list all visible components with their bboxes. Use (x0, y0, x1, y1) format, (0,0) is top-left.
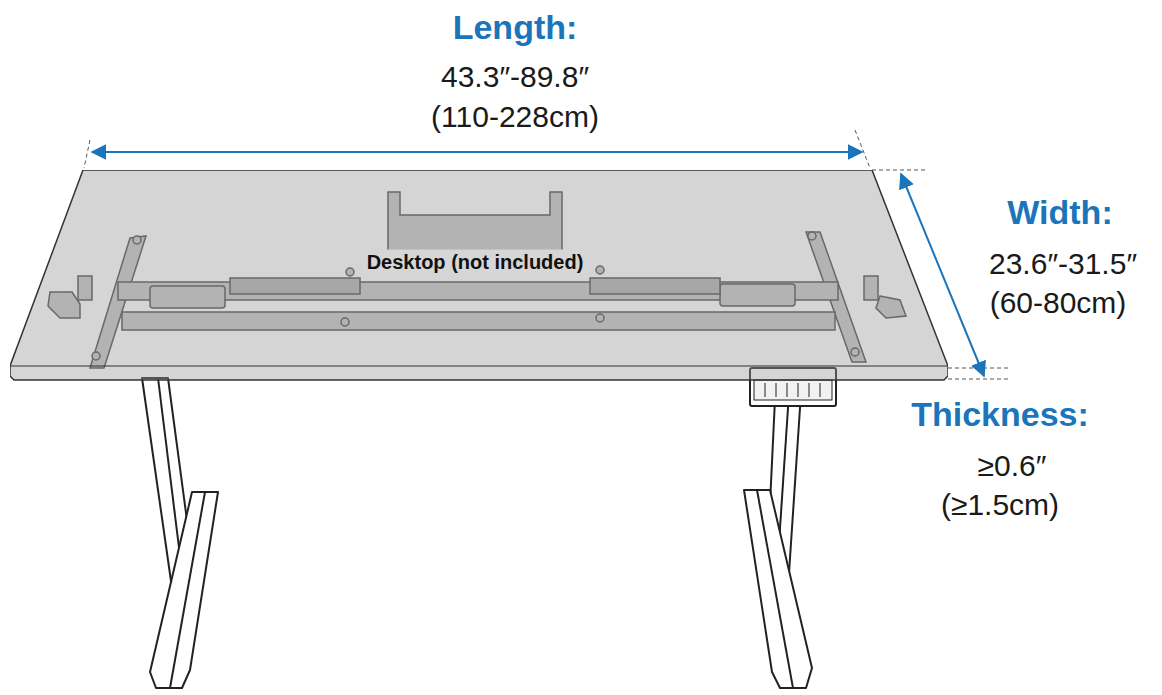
control-panel-part (787, 383, 788, 397)
dimension-value: (110-228cm) (431, 100, 599, 133)
dimension-value: (≥1.5cm) (941, 488, 1059, 521)
dimension-value: ≥0.6″ (978, 449, 1047, 482)
control-panel-part (798, 383, 799, 397)
control-panel-part (776, 383, 777, 397)
desktop-edge (10, 365, 948, 366)
legs-and-feet-part (170, 492, 205, 688)
legs-and-feet-part (757, 490, 793, 688)
dimension-heading: Length: (453, 9, 578, 46)
desktop-outline (10, 170, 948, 382)
control-panel-part (765, 383, 766, 397)
control-panel-part (754, 380, 832, 400)
dimension-lines-part (84, 140, 90, 168)
control-panel-part (809, 383, 810, 397)
dimension-value: (60-80cm) (990, 286, 1127, 319)
desktop-slab: Desktop (not included) (10, 170, 948, 382)
dimension-heading: Thickness: (911, 396, 1089, 433)
legs-and-feet (142, 378, 812, 688)
desktop-label: Desktop (not included) (363, 250, 588, 275)
dimension-value: 43.3″-89.8″ (441, 60, 589, 93)
legs-and-feet-part (744, 490, 812, 688)
dimension-lines-part (872, 170, 928, 171)
dimension-lines-part (948, 379, 1008, 380)
dimension-value: 23.6″-31.5″ (989, 247, 1137, 280)
dimension-lines-part (948, 368, 1008, 369)
legs-and-feet-part (150, 492, 218, 688)
dimension-heading: Width: (1007, 194, 1112, 231)
control-panel-part (820, 383, 821, 397)
dimension-lines-part (92, 151, 862, 153)
dimension-lines-part (855, 130, 870, 168)
desktop-surface (10, 170, 948, 380)
